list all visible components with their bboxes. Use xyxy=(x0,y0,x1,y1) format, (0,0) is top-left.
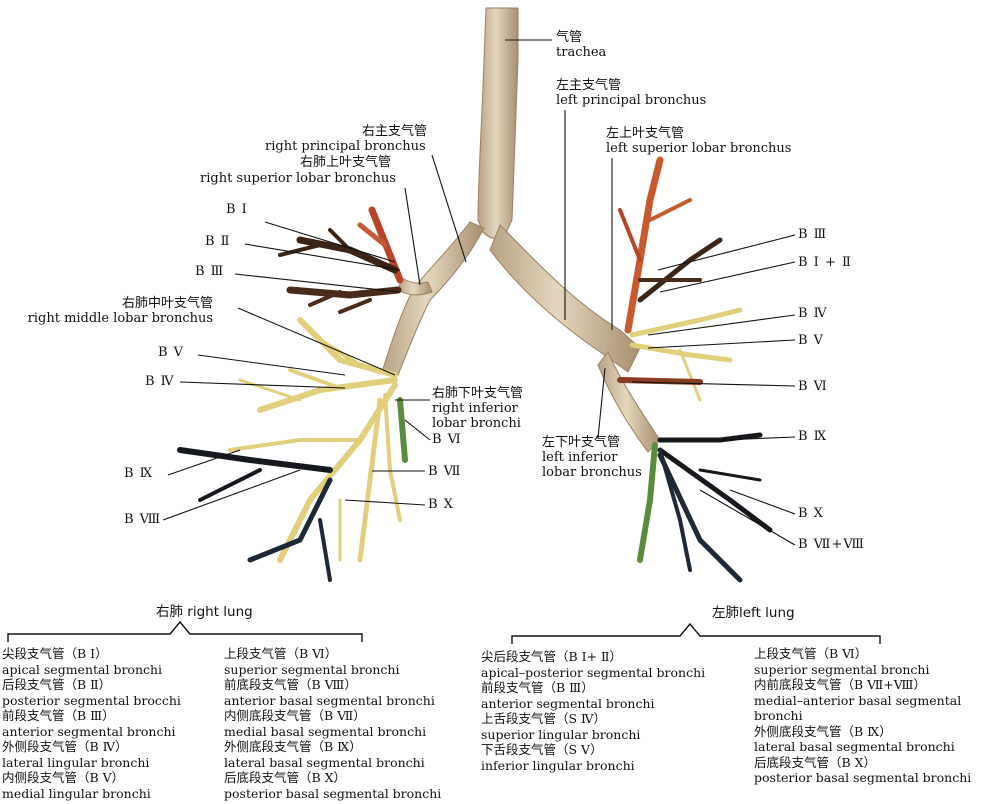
legend-line: posterior segmental brocchi xyxy=(2,692,181,708)
segment-label-left: B Ⅵ xyxy=(798,379,828,394)
right-lung-title: 右肺 right lung xyxy=(156,604,253,620)
legend-line: posterior basal segmental bronchi xyxy=(754,770,972,785)
trachea-shape xyxy=(381,7,661,453)
legend-line: anterior segmental bronchi xyxy=(481,695,655,711)
legend-line: superior segmental bronchi xyxy=(224,661,400,677)
legend-line: 内侧底段支气管（B Ⅶ） xyxy=(224,708,366,723)
legend-line: anterior segmental bronchi xyxy=(2,723,176,739)
legend-line: medial–anterior basal segmental xyxy=(754,692,962,708)
legend-line: lateral basal segmental bronchi xyxy=(754,739,955,754)
legend-line: bronchi xyxy=(754,708,803,723)
segment-label-left: B Ⅳ xyxy=(798,306,828,321)
legend-left-col1: 尖后段支气管（B Ⅰ+ Ⅱ） apical–posterior segmenta… xyxy=(481,649,705,773)
legend-line: 前底段支气管（B Ⅷ） xyxy=(224,677,357,692)
legend-line: 内侧段支气管（B Ⅴ） xyxy=(2,770,125,785)
segment-label-right: B Ⅵ xyxy=(432,432,462,447)
right-middle-lobe-branches xyxy=(238,317,398,413)
segment-label-left: B Ⅸ xyxy=(798,429,828,444)
legend-line: 前段支气管（B Ⅲ） xyxy=(2,708,115,723)
legend-line: 尖段支气管（B Ⅰ） xyxy=(2,646,108,661)
legend-line: lateral basal segmental bronchi xyxy=(224,754,425,770)
segment-label-left: B Ⅲ xyxy=(798,227,828,242)
legend-line: 前段支气管（B Ⅲ） xyxy=(481,680,594,695)
legend-line: 尖后段支气管（B Ⅰ+ Ⅱ） xyxy=(481,649,623,664)
legend-line: 外侧底段支气管（B Ⅸ） xyxy=(224,739,362,754)
right-superior-label-cn: 右肺上叶支气管 xyxy=(300,155,392,170)
legend-line: apical segmental bronchi xyxy=(2,661,163,677)
legend-line: superior segmental bronchi xyxy=(754,661,930,677)
segment-label-right: B Ⅶ xyxy=(428,464,462,479)
legend-right-col1: 尖段支气管（B Ⅰ） apical segmental bronchi 后段支气… xyxy=(2,646,181,801)
legend-line: medial basal segmental bronchi xyxy=(224,723,427,739)
right-principal-label-en: right principal bronchus xyxy=(265,139,426,154)
right-superior-label-en: right superior lobar bronchus xyxy=(200,171,396,186)
legend-line: 内前底段支气管（B Ⅶ+Ⅷ） xyxy=(754,677,926,692)
legend-line: 上段支气管（B Ⅵ） xyxy=(224,646,338,661)
legend-right-col2: 上段支气管（B Ⅵ） superior segmental bronchi 前底… xyxy=(224,646,441,801)
legend-line: 后底段支气管（B Ⅹ） xyxy=(754,754,877,770)
segment-label-right: B Ⅳ xyxy=(145,374,175,389)
legend-line: posterior basal segmental bronchi xyxy=(224,785,442,801)
legend-line: lateral lingular bronchi xyxy=(2,754,150,770)
right-upper-lobe-branches xyxy=(278,206,404,314)
right-lung-brace xyxy=(7,620,363,642)
left-lower-lobe-branches xyxy=(637,432,773,583)
legend-line: anterior basal segmental bronchi xyxy=(224,692,435,708)
legend-line: apical–posterior segmental bronchi xyxy=(481,664,706,680)
segment-label-right: B Ⅴ xyxy=(158,345,185,360)
legend-line: 上段支气管（B Ⅵ） xyxy=(754,646,868,661)
leader-lines xyxy=(162,39,796,546)
left-lung-title: 左肺left lung xyxy=(712,605,795,621)
legend-line: 上舌段支气管（S Ⅳ） xyxy=(481,711,607,726)
legend-line: 下舌段支气管（S Ⅴ） xyxy=(481,742,603,757)
segment-label-left: B Ⅹ xyxy=(798,506,824,521)
legend-line: 外侧段支气管（B Ⅳ） xyxy=(2,739,128,754)
legend-line: 外侧底段支气管（B Ⅸ） xyxy=(754,723,892,739)
segment-label-right: B Ⅷ xyxy=(124,512,162,527)
segment-label-right: B Ⅲ xyxy=(195,264,225,279)
segment-label-left: B Ⅴ xyxy=(798,333,825,348)
right-lower-lobe-branches xyxy=(177,382,408,582)
right-principal-label-cn: 右主支气管 xyxy=(362,124,428,139)
left-lung-brace xyxy=(511,622,881,644)
legend-left-col2: 上段支气管（B Ⅵ） superior segmental bronchi 内前… xyxy=(754,646,971,786)
left-upper-lobe-branches xyxy=(617,156,743,402)
legend-line: superior lingular bronchi xyxy=(481,726,641,742)
segment-label-right: B Ⅱ xyxy=(205,234,231,249)
legend-line: medial lingular bronchi xyxy=(2,785,151,801)
segment-label-right: B Ⅸ xyxy=(124,466,154,481)
legend-line: inferior lingular bronchi xyxy=(481,757,635,773)
legend-line: 后底段支气管（B Ⅹ） xyxy=(224,770,347,785)
segment-label-left: B Ⅰ + Ⅱ xyxy=(798,255,852,270)
legend-line: 后段支气管（B Ⅱ） xyxy=(2,677,112,692)
segment-label-right: B Ⅹ xyxy=(428,497,454,512)
segment-label-right: B Ⅰ xyxy=(226,202,248,217)
segment-label-left: B Ⅶ+Ⅷ xyxy=(798,537,865,552)
